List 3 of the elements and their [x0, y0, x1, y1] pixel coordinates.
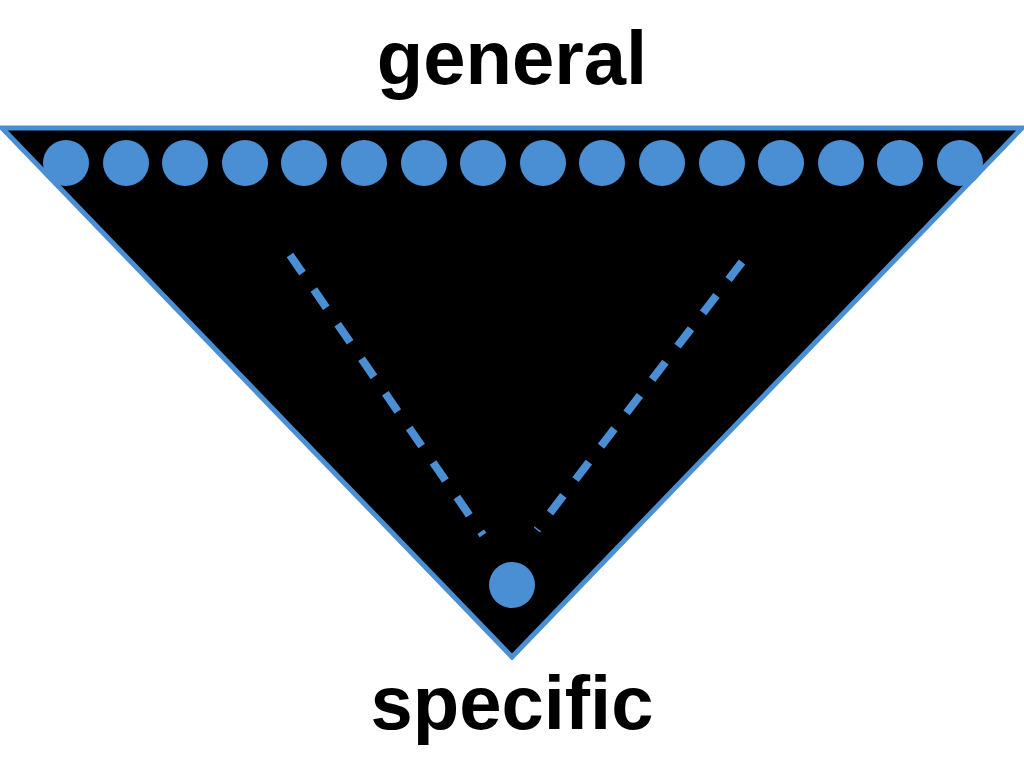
- axis-label: general: [376, 18, 648, 98]
- triangle: [0, 125, 1024, 660]
- axis-label: specific: [370, 663, 654, 743]
